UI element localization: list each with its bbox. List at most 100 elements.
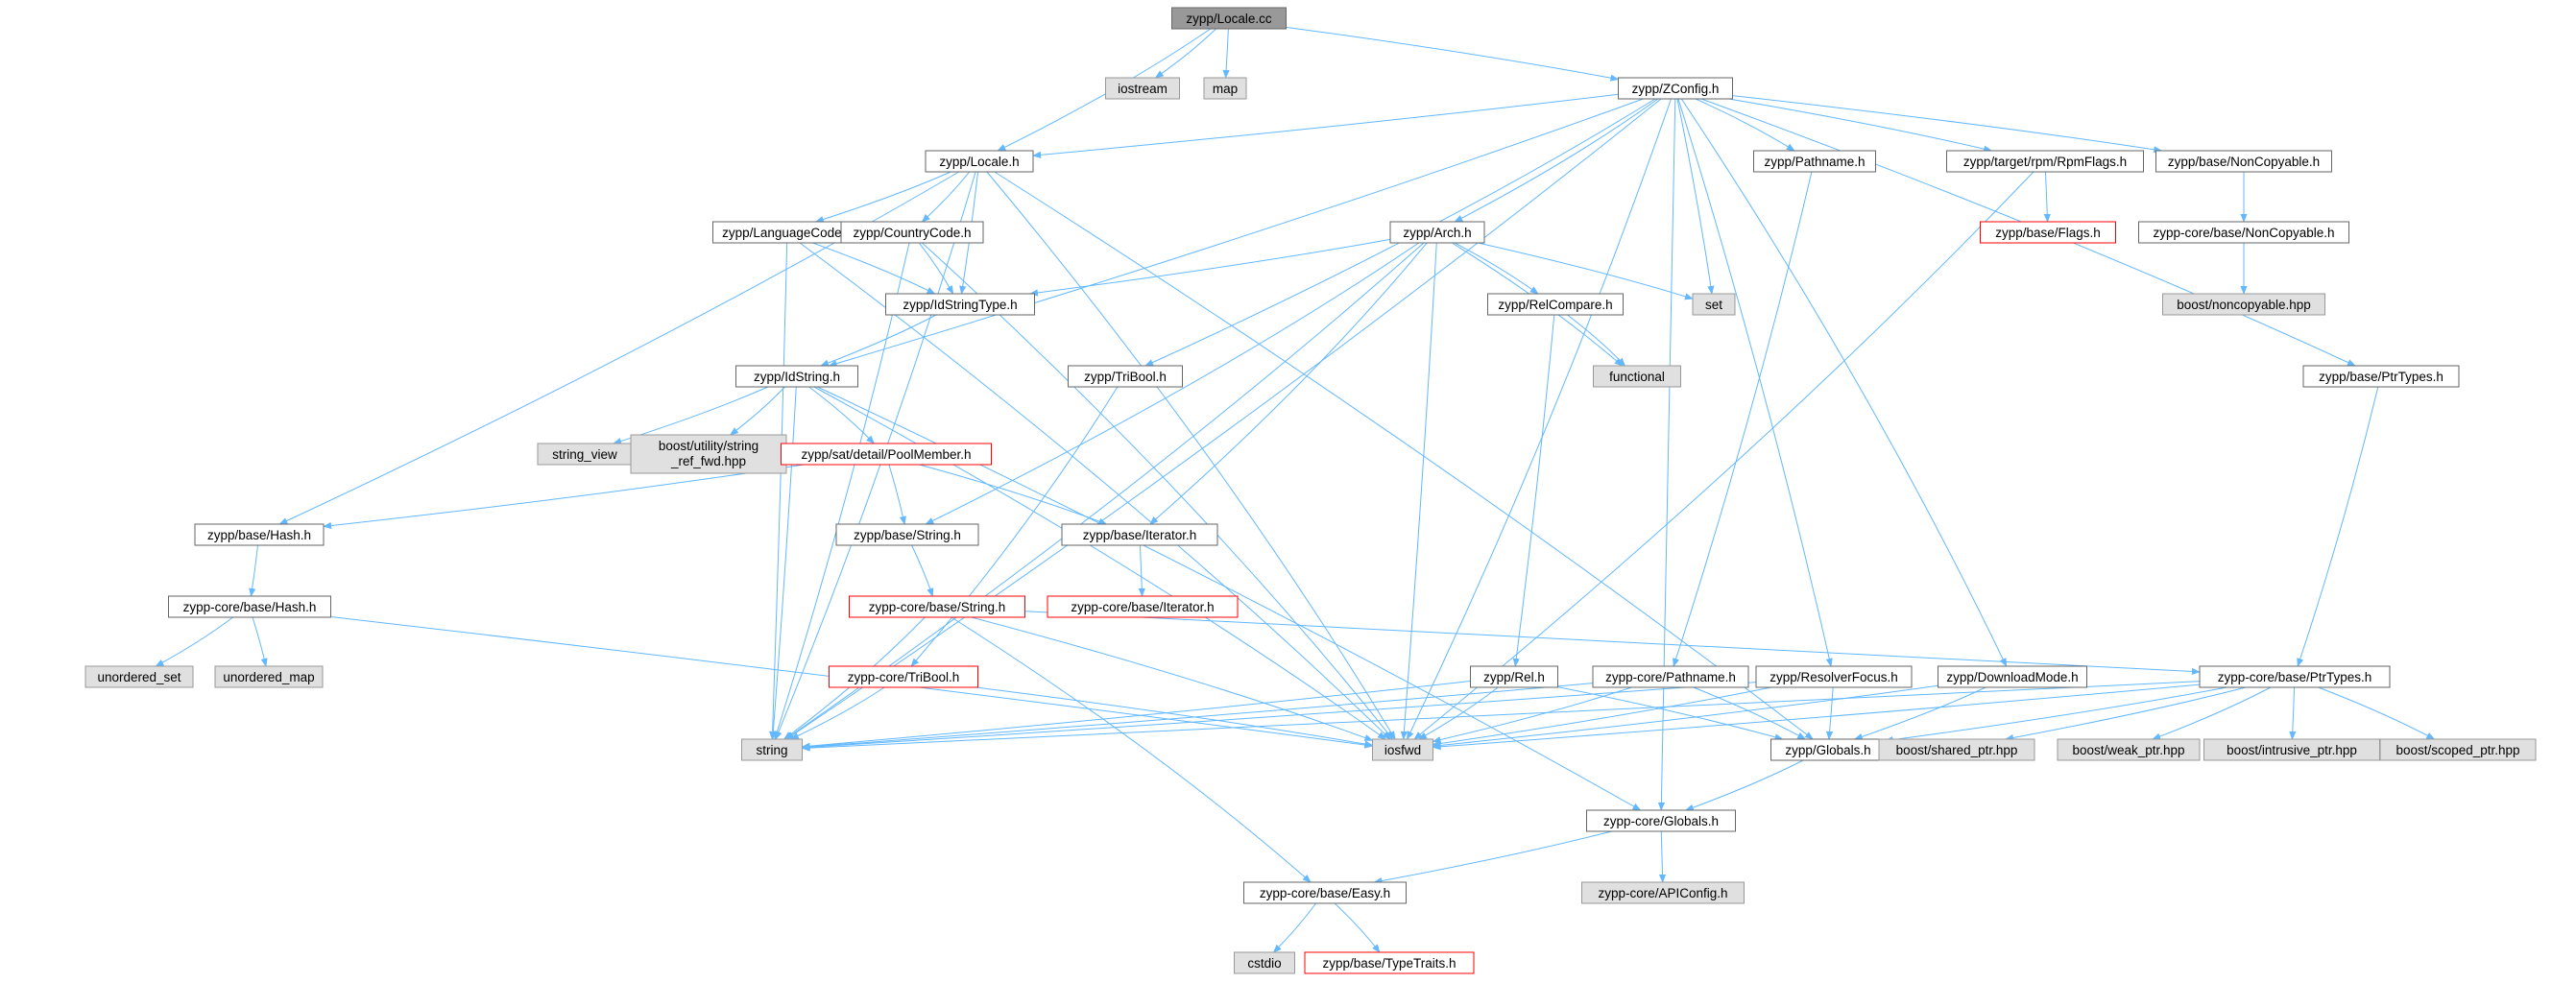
node-label: boost/utility/string_ref_fwd.hpp (659, 439, 758, 468)
node-box (1946, 150, 2144, 173)
node-resolverfocus[interactable]: zypp/ResolverFocus.h (1755, 665, 1913, 688)
node-box (2138, 221, 2349, 244)
node-box (1203, 77, 1247, 100)
node-idstring[interactable]: zypp/IdString.h (735, 365, 858, 388)
node-countrycode[interactable]: zypp/CountryCode.h (840, 221, 984, 244)
node-core-hash[interactable]: zypp-core/base/Hash.h (168, 595, 331, 618)
edge-resolverfocus-to-iosfwd (1432, 686, 1772, 748)
edge-arch-to-idstringtype (1028, 238, 1391, 297)
node-label: set (1705, 298, 1722, 312)
node-rpmflags[interactable]: zypp/target/rpm/RpmFlags.h (1946, 150, 2144, 173)
node-typetraits[interactable]: zypp/base/TypeTraits.h (1304, 951, 1475, 974)
node-base-iterator[interactable]: zypp/base/Iterator.h (1061, 523, 1218, 546)
node-label: zypp-core/TriBool.h (848, 670, 960, 684)
node-tribool[interactable]: zypp/TriBool.h (1068, 365, 1183, 388)
node-label-line: _ref_fwd.hpp (670, 454, 746, 468)
node-core-string[interactable]: zypp-core/base/String.h (849, 595, 1025, 618)
edge-core_ptrtypes-to-shared_ptr (2005, 686, 2247, 742)
edge-zconfig-to-rpmflags (1728, 98, 1993, 153)
node-unordered-set: unordered_set (84, 665, 194, 688)
edge-idstring-to-poolmember (808, 386, 875, 444)
edge-core_hash-to-unordered_map (252, 616, 268, 667)
edge-arch-to-iosfwd (1400, 242, 1437, 740)
node-base-string[interactable]: zypp/base/String.h (835, 523, 979, 546)
node-arch[interactable]: zypp/Arch.h (1389, 221, 1485, 244)
node-ptrtypes[interactable]: zypp/base/PtrTypes.h (2302, 365, 2460, 388)
edge-relcompare-to-functional (1567, 314, 1626, 367)
edge-base_iterator-to-core_iterator (1138, 544, 1145, 597)
node-core-pathname[interactable]: zypp-core/Pathname.h (1592, 665, 1749, 688)
node-label: zypp/Locale.cc (1186, 12, 1272, 26)
edge-languagecode-to-idstringtype (812, 242, 936, 295)
node-box (1878, 738, 2035, 761)
node-hash[interactable]: zypp/base/Hash.h (194, 523, 325, 546)
edge-rpmflags-to-flags (2043, 171, 2051, 223)
node-box (84, 665, 194, 688)
edge-poolmember-to-hash (323, 464, 805, 530)
edge-poolmember-to-base_iterator (919, 464, 1108, 525)
node-locale-h[interactable]: zypp/Locale.h (925, 150, 1034, 173)
edge-core_globals-to-easy (1373, 830, 1612, 885)
node-iosfwd: iosfwd (1372, 738, 1433, 761)
edge-zconfig-to-locale_h (1032, 93, 1619, 158)
edge-locale_h-to-countrycode (921, 171, 970, 223)
edge-pathname-to-core_pathname (1673, 171, 1813, 667)
node-label: zypp/base/Hash.h (207, 528, 311, 542)
node-label: zypp/RelCompare.h (1498, 298, 1612, 312)
node-core-ptrtypes[interactable]: zypp-core/base/PtrTypes.h (2199, 665, 2391, 688)
node-label: zypp-core/Globals.h (1603, 814, 1719, 828)
node-label: zypp-core/base/String.h (869, 600, 1006, 614)
node-label: zypp/IdStringType.h (903, 298, 1017, 312)
edge-core_pathname-to-globals (1693, 686, 1807, 740)
edge-locale_h-to-languagecode (814, 171, 951, 223)
node-label: zypp/base/Iterator.h (1083, 528, 1197, 542)
node-label: string_view (552, 447, 617, 462)
node-downloadmode[interactable]: zypp/DownloadMode.h (1938, 665, 2087, 688)
node-label: zypp-core/base/NonCopyable.h (2153, 226, 2334, 240)
node-core-tribool[interactable]: zypp-core/TriBool.h (829, 665, 978, 688)
node-pathname[interactable]: zypp/Pathname.h (1753, 150, 1876, 173)
node-box (1755, 665, 1913, 688)
node-box (1980, 221, 2116, 244)
edge-core_string-to-easy (951, 616, 1312, 883)
node-core-noncopyable[interactable]: zypp-core/base/NonCopyable.h (2138, 221, 2349, 244)
node-label: zypp/Globals.h (1785, 743, 1870, 757)
node-core-iterator[interactable]: zypp-core/base/Iterator.h (1047, 595, 1239, 618)
node-unordered-map: unordered_map (214, 665, 324, 688)
edge-locale_h-to-globals (994, 171, 1814, 740)
node-functional: functional (1593, 365, 1681, 388)
node-box (214, 665, 324, 688)
node-flags[interactable]: zypp/base/Flags.h (1980, 221, 2116, 244)
node-poolmember[interactable]: zypp/sat/detail/PoolMember.h (781, 443, 992, 466)
node-locale-cc[interactable]: zypp/Locale.cc (1171, 7, 1287, 30)
node-globals[interactable]: zypp/Globals.h (1770, 738, 1886, 761)
edge-rpmflags-to-iosfwd (1413, 171, 2034, 740)
node-box (1487, 293, 1624, 316)
edge-relcompare-to-rel (1512, 314, 1555, 667)
edge-core_hash-to-unordered_set (155, 616, 233, 667)
edge-languagecode-to-string (769, 242, 788, 740)
node-noncopyable[interactable]: zypp/base/NonCopyable.h (2155, 150, 2332, 173)
node-zconfig[interactable]: zypp/ZConfig.h (1618, 77, 1733, 100)
node-box (1068, 365, 1183, 388)
node-idstringtype[interactable]: zypp/IdStringType.h (885, 293, 1035, 316)
node-label: zypp-core/base/Hash.h (183, 600, 317, 614)
node-string-view: string_view (537, 443, 633, 466)
node-label: zypp/base/NonCopyable.h (2168, 155, 2320, 169)
node-languagecode[interactable]: zypp/LanguageCode.h (712, 221, 862, 244)
node-label: unordered_map (223, 670, 314, 684)
edge-core_globals-to-apiconfig (1658, 830, 1667, 883)
edge-zconfig-to-string (785, 98, 1662, 740)
node-label: zypp/Rel.h (1483, 670, 1545, 684)
node-box (1592, 665, 1749, 688)
node-box (840, 221, 984, 244)
node-core-globals[interactable]: zypp-core/Globals.h (1586, 809, 1736, 832)
edge-hash-to-core_hash (249, 544, 259, 597)
node-easy[interactable]: zypp-core/base/Easy.h (1243, 881, 1407, 904)
node-relcompare[interactable]: zypp/RelCompare.h (1487, 293, 1624, 316)
edge-resolverfocus-to-globals (1826, 686, 1834, 740)
node-rel[interactable]: zypp/Rel.h (1470, 665, 1558, 688)
node-label: zypp/target/rpm/RpmFlags.h (1963, 155, 2127, 169)
edge-zconfig-to-set (1676, 98, 1715, 295)
